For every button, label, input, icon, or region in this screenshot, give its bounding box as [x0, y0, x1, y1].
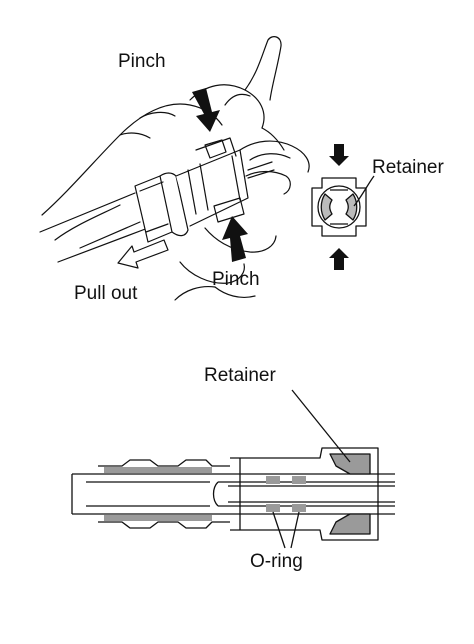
label-retainer-bottom: Retainer [204, 365, 276, 386]
retainer-bottom-leader [291, 389, 351, 463]
pinch-arrow-bottom [222, 216, 248, 262]
o-ring-leader-1 [272, 511, 286, 549]
label-pinch-bottom: Pinch [212, 269, 260, 290]
retainer-squeeze-arrows [329, 144, 349, 270]
o-ring-1 [266, 476, 280, 484]
o-ring-4 [292, 504, 306, 512]
label-pull-out: Pull out [74, 283, 138, 304]
pinch-arrow-top [192, 88, 220, 132]
retainer-end-view [311, 175, 375, 237]
connector-cross-section [71, 389, 395, 549]
o-ring-2 [292, 476, 306, 484]
retainer-section-top [329, 453, 371, 475]
retainer-section-bottom [329, 513, 371, 535]
label-pinch-top: Pinch [118, 51, 166, 72]
o-ring-leader-2 [290, 511, 300, 549]
retainer-top-leader [353, 175, 375, 207]
label-retainer-top: Retainer [372, 157, 444, 178]
pinch-arrows [192, 88, 248, 262]
label-o-ring: O-ring [250, 551, 303, 572]
o-ring-3 [266, 504, 280, 512]
hands-and-connector-illustration [39, 36, 310, 301]
